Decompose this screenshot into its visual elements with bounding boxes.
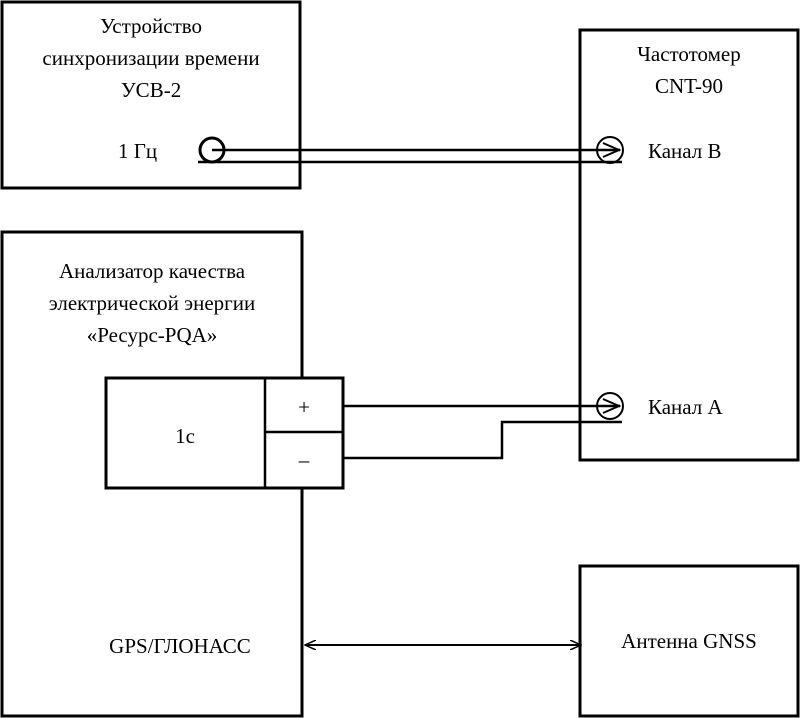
analyzer-block: Анализатор качества электрической энерги… [0, 230, 345, 718]
gnss-port-label: GPS/ГЛОНАСС [109, 634, 251, 658]
counter-block: Частотомер CNT-90 Канал B Канал A [578, 28, 800, 462]
arrow-icon [602, 398, 622, 414]
arrow-icon [602, 142, 622, 158]
counter-box [578, 28, 800, 462]
sync-device-model: УСВ-2 [121, 78, 181, 102]
counter-model: CNT-90 [655, 74, 723, 98]
analyzer-title: Анализатор качества [59, 259, 246, 283]
sync-device-box [0, 0, 302, 190]
sync-device-title: Устройство [100, 14, 202, 38]
analyzer-model: «Ресурс-PQA» [87, 323, 218, 347]
output-1s-label: 1с [175, 424, 195, 448]
minus-terminal-label: – [298, 448, 310, 472]
channel-b-label: Канал B [648, 139, 722, 163]
channel-a-label: Канал A [648, 395, 724, 419]
sync-device-title: синхронизации времени [42, 46, 259, 70]
analyzer-title: электрической энергии [49, 291, 256, 315]
port-1hz-label: 1 Гц [118, 139, 157, 163]
counter-title: Частотомер [637, 42, 741, 66]
plus-terminal-label: + [298, 395, 310, 419]
antenna-block: Антенна GNSS [578, 564, 800, 718]
antenna-label: Антенна GNSS [621, 629, 757, 653]
sync-device-block: Устройство синхронизации времени УСВ-2 1… [0, 0, 302, 190]
wire-minus [343, 420, 622, 460]
wires [198, 142, 622, 645]
